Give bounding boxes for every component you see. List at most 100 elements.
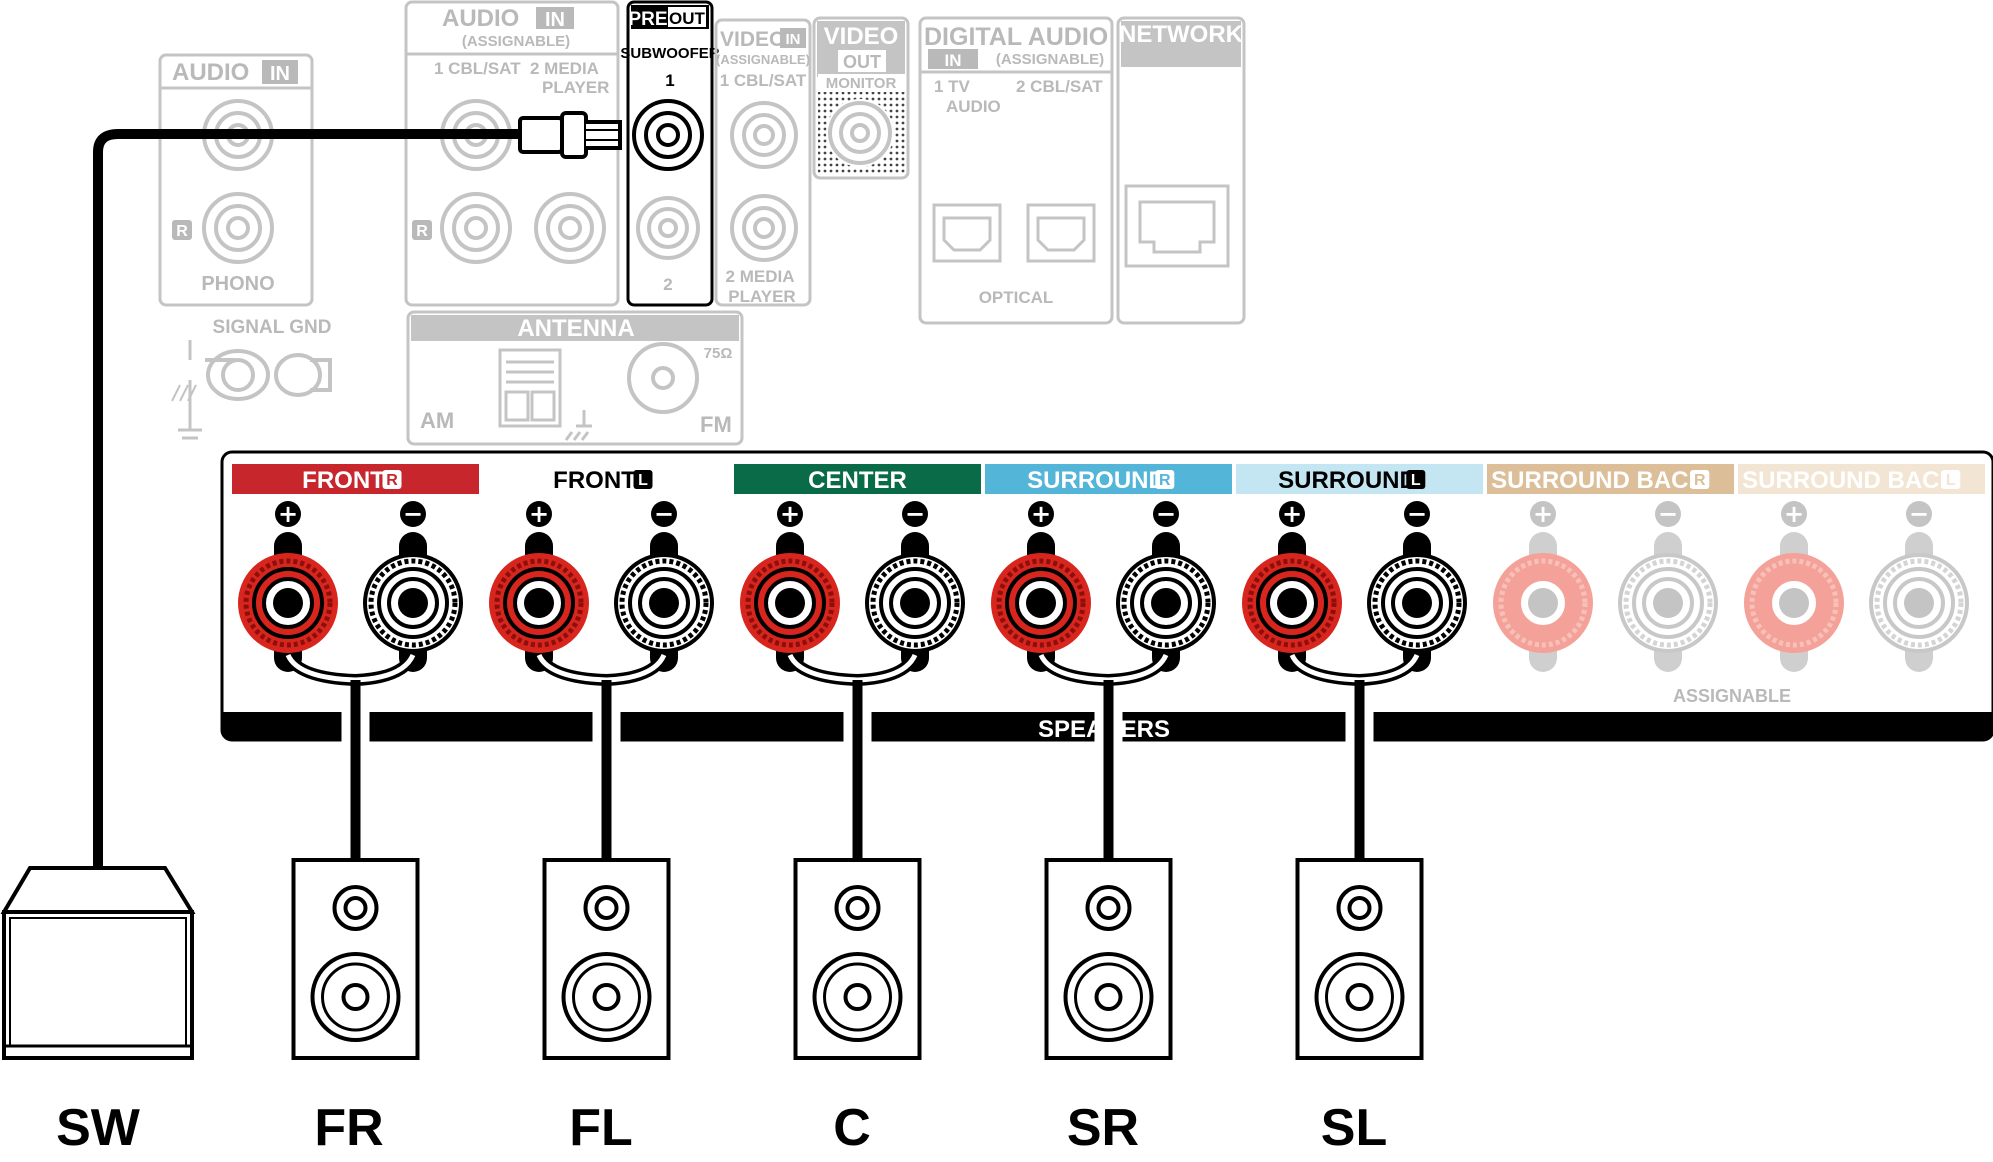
- minus-symbol-glyph: −: [905, 500, 925, 528]
- minus-symbol: [400, 501, 426, 527]
- audio-in-jack-1r: [440, 192, 512, 264]
- subwoofer-1-jack[interactable]: [632, 99, 704, 171]
- audio-in-sub: (ASSIGNABLE): [462, 33, 570, 50]
- pre-out-pre: PRE: [628, 9, 667, 30]
- channel-side-badge: [1155, 470, 1175, 489]
- audio-in-assignable-section: AUDIO IN (ASSIGNABLE) 1 CBL/SAT 2 MEDIA …: [404, 0, 620, 307]
- ethernet-port: [1124, 184, 1230, 268]
- channel-label: SURROUND: [1278, 467, 1417, 494]
- subwoofer-cable: [93, 111, 622, 870]
- channel-header: [483, 464, 730, 494]
- minus-symbol: [1153, 501, 1179, 527]
- positive-terminal[interactable]: [1493, 532, 1593, 672]
- plus-symbol: [777, 501, 803, 527]
- negative-terminal[interactable]: [614, 532, 714, 672]
- speaker-wire: [601, 680, 612, 862]
- optical-port-2: [1026, 203, 1096, 263]
- plus-symbol-glyph: +: [1533, 500, 1553, 528]
- audio-in-title: AUDIO: [442, 5, 519, 32]
- audio-in-ch1: 1 CBL/SAT: [434, 59, 521, 78]
- channel-label: FRONT: [553, 467, 636, 494]
- positive-terminal[interactable]: [1744, 532, 1844, 672]
- positive-terminal[interactable]: [991, 532, 1091, 672]
- channel-side-letter: L: [638, 472, 648, 489]
- minus-symbol-glyph: −: [1658, 500, 1678, 528]
- digital-audio-ch2: 2 CBL/SAT: [1016, 77, 1103, 96]
- channel-side-badge: [633, 470, 653, 489]
- channel-side-badge: [382, 470, 402, 489]
- channel-header: [1236, 464, 1483, 494]
- channel-side-letter: L: [1411, 472, 1421, 489]
- positive-terminal[interactable]: [489, 532, 589, 672]
- positive-terminal[interactable]: [238, 532, 338, 672]
- subwoofer-2-jack[interactable]: [636, 196, 700, 260]
- monitor-out-jack: [826, 99, 894, 167]
- digital-audio-section: DIGITAL AUDIO IN (ASSIGNABLE) 1 TV AUDIO…: [918, 16, 1114, 325]
- plus-symbol-glyph: +: [529, 500, 549, 528]
- video-in-badge: IN: [786, 31, 801, 48]
- video-in-sub: (ASSIGNABLE): [716, 52, 810, 67]
- video-in-section: VIDEO IN (ASSIGNABLE) 1 CBL/SAT 2 MEDIA …: [714, 18, 812, 307]
- positive-terminal[interactable]: [740, 532, 840, 672]
- minus-symbol: [1655, 501, 1681, 527]
- speaker-sl: [1295, 858, 1424, 1060]
- minus-symbol-glyph: −: [654, 500, 674, 528]
- video-in-ch2: 2 MEDIA: [726, 267, 795, 286]
- video-in-ch2b: PLAYER: [728, 287, 795, 306]
- audio-in-ch2: 2 MEDIA: [530, 59, 599, 78]
- signal-gnd-section: SIGNAL GND: [171, 317, 332, 440]
- video-in-ch1: 1 CBL/SAT: [720, 71, 807, 90]
- signal-gnd-label: SIGNAL GND: [213, 317, 332, 338]
- video-out-badge: OUT: [843, 52, 881, 72]
- pre-out-num-2: 2: [663, 275, 672, 294]
- minus-symbol-glyph: −: [403, 500, 423, 528]
- plus-symbol-glyph: +: [1031, 500, 1051, 528]
- digital-audio-sub: (ASSIGNABLE): [996, 51, 1104, 68]
- video-out-sub: MONITOR: [826, 75, 897, 92]
- label-sw: SW: [56, 1099, 141, 1157]
- positive-terminal[interactable]: [1242, 532, 1342, 672]
- channel-side-letter: L: [1946, 472, 1956, 489]
- label-sl: SL: [1321, 1099, 1387, 1157]
- speaker-sr: [1044, 858, 1173, 1060]
- channel-center: CENTER+−: [734, 464, 981, 672]
- channel-label: SURROUND BACK: [1491, 467, 1706, 494]
- fm-jack: [627, 342, 699, 414]
- pre-out-subwoofer-label: SUBWOOFER: [620, 45, 719, 62]
- am-terminal: [498, 348, 592, 441]
- plus-symbol: [1028, 501, 1054, 527]
- network-section: NETWORK: [1116, 16, 1246, 325]
- negative-terminal[interactable]: [1367, 532, 1467, 672]
- minus-symbol-glyph: −: [1909, 500, 1929, 528]
- channel-header: [232, 464, 479, 494]
- minus-symbol: [1906, 501, 1932, 527]
- speaker-fr: [291, 858, 420, 1060]
- negative-terminal[interactable]: [865, 532, 965, 672]
- pre-out-out: OUT: [669, 9, 706, 28]
- audio-in-r-mark: R: [416, 223, 428, 240]
- optical-label: OPTICAL: [979, 288, 1054, 307]
- video-in-jack-2: [730, 194, 798, 262]
- channel-header: [985, 464, 1232, 494]
- negative-terminal[interactable]: [1116, 532, 1216, 672]
- label-fr: FR: [314, 1099, 383, 1157]
- negative-terminal[interactable]: [363, 532, 463, 672]
- plus-symbol-glyph: +: [1282, 500, 1302, 528]
- negative-terminal[interactable]: [1618, 532, 1718, 672]
- device-labels: SW FR FL C SR SL: [56, 1099, 1387, 1157]
- label-c: C: [833, 1099, 871, 1157]
- negative-terminal[interactable]: [1869, 532, 1969, 672]
- speaker-c: [793, 858, 922, 1060]
- digital-audio-badge: IN: [945, 51, 962, 70]
- channel-side-badge: [1406, 470, 1426, 489]
- plus-symbol-glyph: +: [1784, 500, 1804, 528]
- speaker-fl: [542, 858, 671, 1060]
- rca-plug: [518, 111, 622, 159]
- video-in-jack-1: [730, 101, 798, 169]
- speaker-wire: [1354, 680, 1365, 862]
